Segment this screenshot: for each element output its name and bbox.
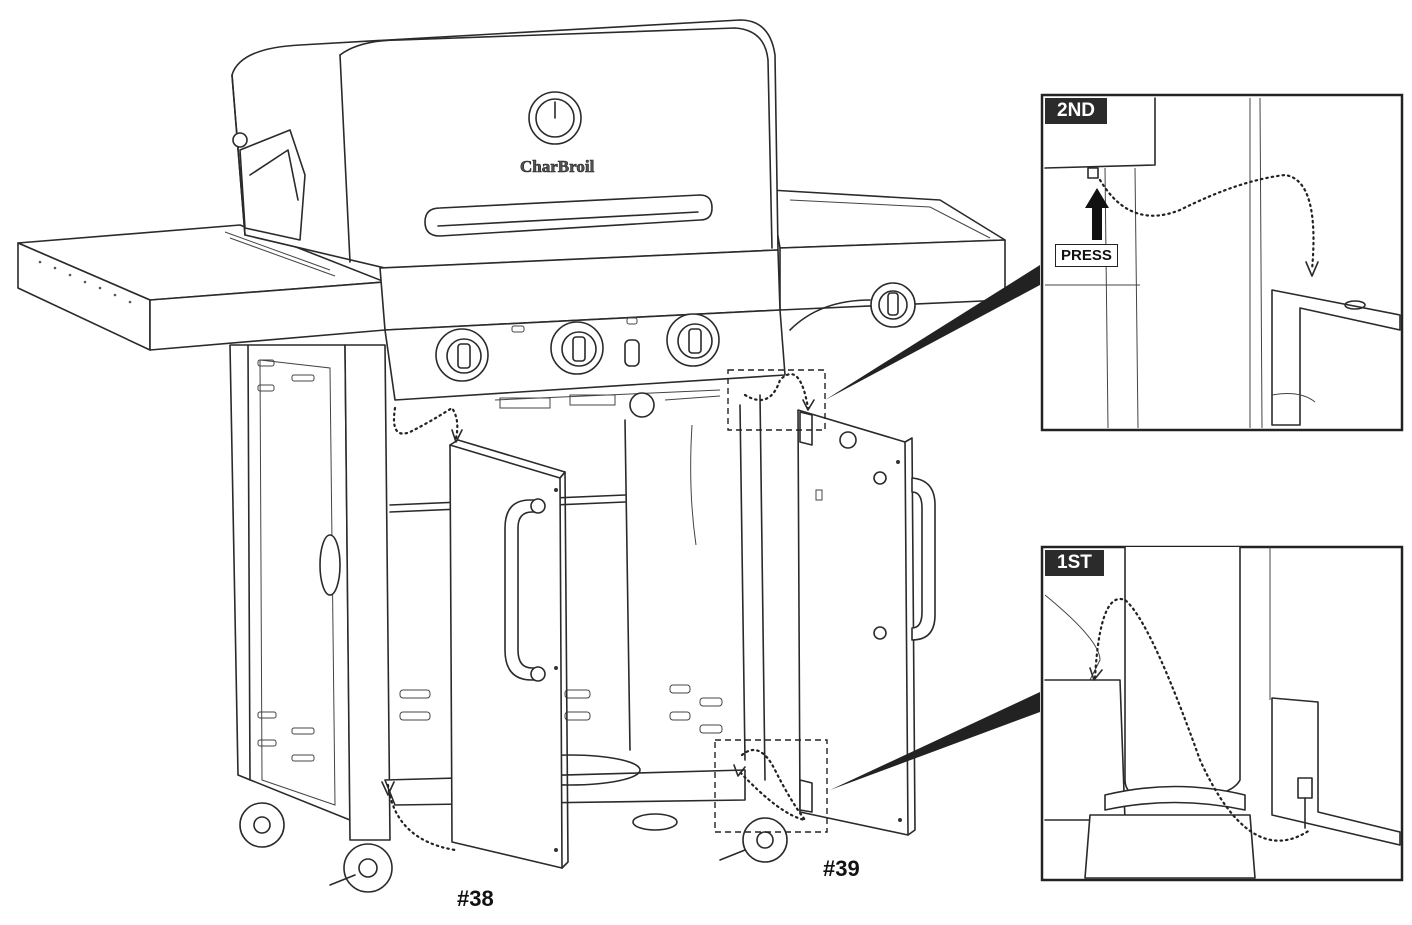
control-panel — [379, 249, 786, 418]
part-label-38: #38 — [457, 886, 494, 911]
install-paths — [381, 373, 815, 852]
part-label-39: #39 — [823, 856, 860, 881]
right-side-shelf — [769, 189, 1006, 331]
pointer-bottom — [830, 692, 1040, 790]
detail-box-top — [727, 369, 826, 431]
press-label: PRESS — [1055, 244, 1118, 267]
step-tag-1st: 1ST — [1045, 550, 1104, 576]
detail-box-bottom — [714, 739, 828, 833]
left-door-38 — [449, 439, 569, 869]
svg-text:CharBroil: CharBroil — [520, 157, 595, 176]
grill-lid: CharBroil — [231, 19, 779, 269]
right-door-39 — [797, 409, 936, 836]
step-tag-2nd: 2ND — [1045, 98, 1108, 124]
pointer-top — [825, 265, 1040, 400]
cart-frame — [229, 344, 766, 841]
detail-panel-1st — [1040, 545, 1404, 882]
left-side-shelf — [17, 224, 386, 351]
caster-wheels — [239, 802, 788, 893]
